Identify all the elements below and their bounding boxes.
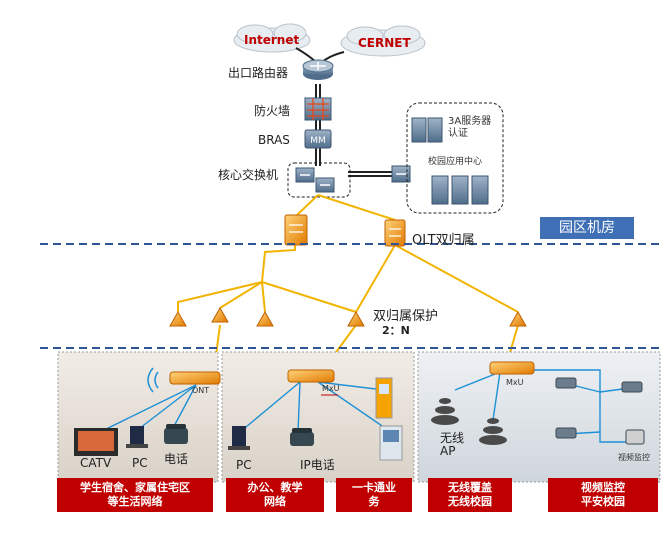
firewall-label: 防火墙 bbox=[254, 104, 291, 118]
aaa-server-label: 3A服务器 认证 bbox=[448, 116, 492, 139]
video-monitor-label: 视频监控 bbox=[618, 453, 650, 462]
campus-scene bbox=[417, 351, 661, 483]
dual-homing-label: 双归属保护 bbox=[373, 309, 439, 324]
olt-icon-2 bbox=[384, 219, 406, 247]
wireless-ap-label: 无线 AP bbox=[440, 431, 465, 458]
router-label: 出口路由器 bbox=[228, 66, 289, 80]
protection-ratio: 2：N bbox=[382, 324, 410, 337]
app-center-group bbox=[406, 102, 504, 214]
catv-label: CATV bbox=[80, 456, 112, 470]
bras-icon: MM bbox=[304, 129, 332, 149]
ip-phone-label: IP电话 bbox=[300, 458, 335, 472]
mxu-icon-1 bbox=[287, 369, 335, 383]
scenario-dorm: 学生宿舍、家属住宅区 等生活网络 bbox=[57, 478, 213, 512]
camera-icons bbox=[555, 377, 645, 445]
cernet-label: CERNET bbox=[358, 36, 411, 50]
scenario-video: 视频监控 平安校园 bbox=[548, 478, 658, 512]
access-switch-icon bbox=[391, 165, 411, 183]
mxu-label-1: MxU bbox=[322, 384, 340, 393]
zone-tag-machine-room: 园区机房 bbox=[540, 217, 634, 239]
firewall-icon bbox=[304, 97, 332, 121]
wifi-icon bbox=[147, 367, 159, 393]
pc-icon-1 bbox=[126, 426, 148, 448]
card-reader-icon bbox=[375, 377, 403, 461]
mxu-icon-2 bbox=[489, 361, 535, 375]
internet-label: Internet bbox=[244, 33, 300, 47]
app-center-label: 校园应用中心 bbox=[428, 157, 483, 167]
app-server-icon bbox=[431, 175, 489, 205]
splitter-icons bbox=[169, 306, 527, 327]
ont-icon bbox=[169, 371, 221, 385]
olt-label: OLT双归属 bbox=[412, 233, 475, 248]
phone-icon-1 bbox=[164, 424, 188, 444]
cernet-cloud-icon bbox=[340, 25, 426, 57]
core-switch-label: 核心交换机 bbox=[218, 168, 279, 182]
scenario-wireless: 无线覆盖 无线校园 bbox=[428, 478, 512, 512]
core-switch-group bbox=[287, 162, 351, 198]
core-switch-icon bbox=[295, 167, 335, 193]
aaa-server-icon bbox=[411, 117, 443, 143]
olt-icon-1 bbox=[284, 214, 308, 246]
fiber-links bbox=[177, 194, 519, 379]
core-links bbox=[295, 47, 394, 177]
internet-cloud-icon bbox=[233, 23, 311, 53]
pc-label-1: PC bbox=[132, 456, 148, 470]
ont-label: ONT bbox=[192, 386, 210, 395]
ip-phone-icon bbox=[290, 428, 314, 446]
pc-icon-2 bbox=[228, 426, 250, 450]
scenario-card: 一卡通业 务 bbox=[336, 478, 412, 512]
svg-text:MM: MM bbox=[310, 136, 326, 146]
scenario-office: 办公、教学 网络 bbox=[226, 478, 324, 512]
router-icon bbox=[302, 59, 334, 80]
tv-icon bbox=[74, 428, 118, 456]
pc-label-2: PC bbox=[236, 458, 252, 472]
mxu-label-2: MxU bbox=[506, 378, 524, 387]
wireless-ap-icon bbox=[431, 398, 507, 445]
phone-label-1: 电话 bbox=[164, 452, 189, 466]
access-links bbox=[99, 369, 631, 443]
bras-label: BRAS bbox=[258, 133, 290, 147]
